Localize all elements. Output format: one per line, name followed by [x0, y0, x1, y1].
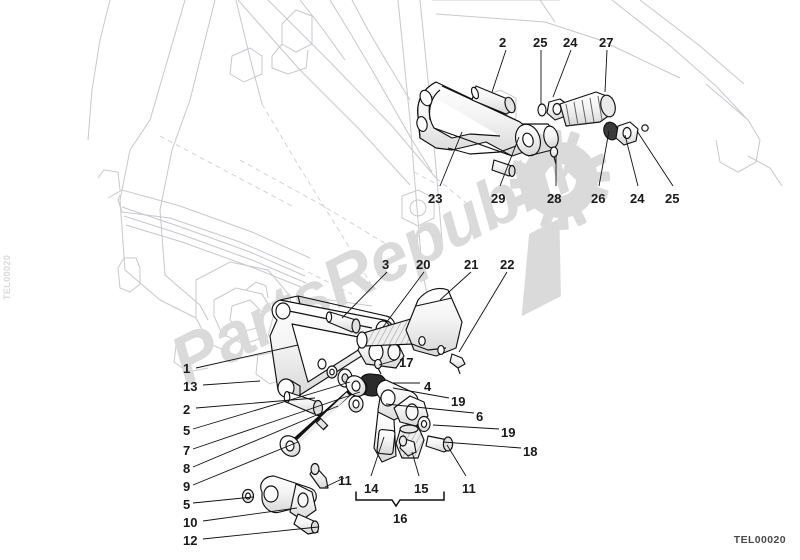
callout-number-6: 6 — [476, 409, 484, 424]
leader-line — [192, 381, 351, 430]
callout-number-1: 1 — [183, 361, 191, 376]
leader-line — [195, 397, 316, 409]
callout-number-15: 15 — [414, 481, 429, 496]
callout-number-27: 27 — [599, 35, 614, 50]
callout-number-12: 12 — [183, 533, 198, 548]
callout-number-24: 24 — [563, 35, 578, 50]
leader-line — [195, 344, 299, 369]
leader-line — [598, 130, 610, 187]
callout-number-29: 29 — [491, 191, 506, 206]
leader-line — [202, 380, 261, 386]
leader-line — [432, 424, 500, 430]
leader-line — [499, 136, 520, 187]
leader-line — [411, 451, 420, 477]
callout-number-2: 2 — [499, 35, 507, 50]
callout-number-19: 19 — [451, 394, 466, 409]
leader-line — [624, 134, 639, 187]
callout-number-8: 8 — [183, 461, 191, 476]
leader-line — [192, 441, 299, 486]
callout-number-3: 3 — [382, 257, 390, 272]
callout-number-9: 9 — [183, 479, 191, 494]
leader-line — [636, 130, 674, 187]
leader-line — [458, 271, 508, 353]
leader-line — [442, 441, 522, 449]
leader-line — [552, 49, 572, 98]
callout-number-26: 26 — [591, 191, 606, 206]
leader-line — [192, 391, 361, 450]
callout-number-10: 10 — [183, 515, 198, 530]
callout-number-21: 21 — [464, 257, 479, 272]
leader-line — [202, 507, 298, 522]
leader-line — [324, 477, 345, 488]
part-number-code-vertical: TEL00020 — [2, 254, 12, 300]
leader-line — [439, 271, 472, 301]
group-bracket-16 — [355, 491, 445, 508]
callout-number-23: 23 — [428, 191, 443, 206]
callout-number-16: 16 — [393, 511, 408, 526]
callout-number-25: 25 — [665, 191, 680, 206]
callout-number-18: 18 — [523, 444, 538, 459]
callout-number-20: 20 — [416, 257, 431, 272]
callout-number-5: 5 — [183, 423, 191, 438]
callout-number-24: 24 — [630, 191, 645, 206]
callout-number-11: 11 — [462, 481, 476, 496]
callout-number-22: 22 — [500, 257, 515, 272]
leader-line — [385, 403, 475, 414]
callout-number-2: 2 — [183, 402, 191, 417]
callout-number-11: 11 — [338, 473, 352, 488]
leader-line — [341, 271, 388, 319]
callout-number-28: 28 — [547, 191, 562, 206]
leader-line — [392, 387, 450, 399]
callout-number-25: 25 — [533, 35, 548, 50]
callout-number-13: 13 — [183, 379, 198, 394]
leader-line — [192, 496, 254, 504]
callout-number-19: 19 — [501, 425, 516, 440]
leader-line — [378, 359, 397, 366]
callout-number-17: 17 — [399, 355, 414, 370]
leader-line — [370, 436, 385, 477]
leader-line — [202, 526, 319, 540]
leader-line — [192, 405, 339, 468]
leader-line — [491, 49, 507, 93]
part-number-code: TEL00020 — [733, 534, 786, 546]
leader-line — [446, 444, 467, 477]
callout-number-5: 5 — [183, 497, 191, 512]
callout-number-14: 14 — [364, 481, 379, 496]
callout-number-7: 7 — [183, 443, 191, 458]
callout-number-4: 4 — [424, 379, 432, 394]
leader-line — [604, 49, 608, 93]
leader-line — [439, 131, 463, 187]
leader-line — [382, 271, 425, 328]
